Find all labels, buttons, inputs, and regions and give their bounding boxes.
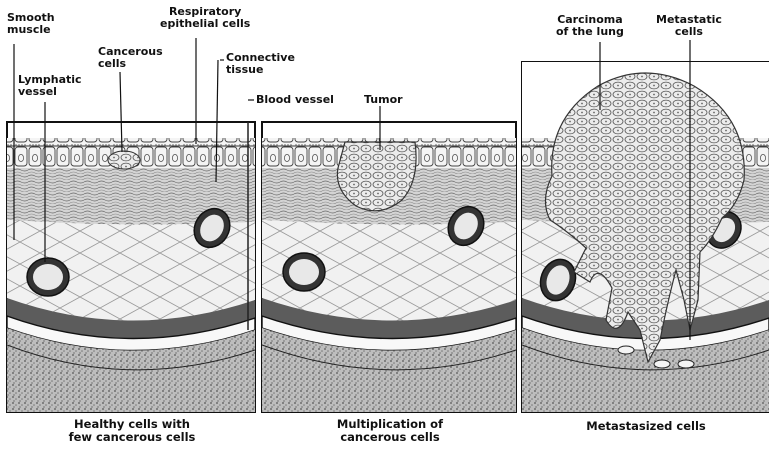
- label-smooth-muscle: Smooth muscle: [7, 12, 55, 36]
- panel-metastasized: [522, 62, 769, 412]
- metastatic-cell: [618, 346, 634, 354]
- label-respiratory-epithelial-cells: Respiratory epithelial cells: [160, 6, 250, 30]
- panel-healthy: [7, 122, 255, 412]
- label-lymphatic-vessel: Lymphatic vessel: [18, 74, 82, 98]
- metastatic-cell: [654, 360, 670, 368]
- label-blood-vessel: Blood vessel: [256, 94, 334, 106]
- cancerous-cell-cluster: [108, 151, 140, 169]
- panel-multiplication: [262, 122, 516, 412]
- label-metastatic-cells: Metastatic cells: [656, 14, 722, 38]
- caption-metastasized-cells: Metastasized cells: [546, 420, 746, 433]
- caption-healthy-cells: Healthy cells with few cancerous cells: [32, 418, 232, 444]
- caption-multiplication: Multiplication of cancerous cells: [290, 418, 490, 444]
- label-tumor: Tumor: [364, 94, 403, 106]
- label-carcinoma-of-the-lung: Carcinoma of the lung: [556, 14, 624, 38]
- metastatic-cell: [678, 360, 694, 368]
- label-connective-tissue: Connective tissue: [226, 52, 295, 76]
- label-cancerous-cells: Cancerous cells: [98, 46, 163, 70]
